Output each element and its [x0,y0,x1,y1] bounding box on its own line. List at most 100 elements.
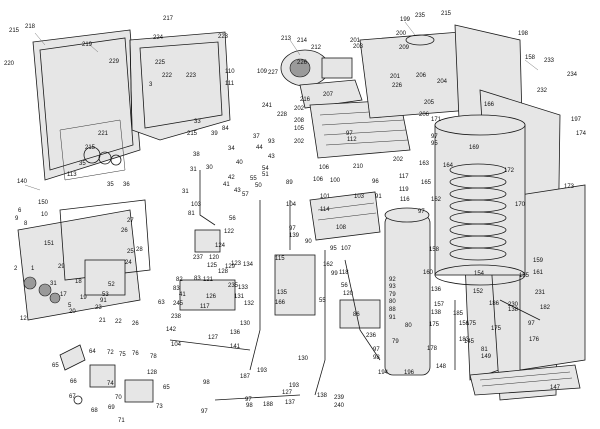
part-callout: 151 [44,241,55,247]
part-callout: 241 [262,103,273,109]
part-callout: 207 [323,92,334,98]
part-callout: 220 [4,61,15,67]
part-callout: 22 [115,319,122,325]
part-callout: 69 [108,405,115,411]
part-callout: 235 [415,13,426,19]
part-callout: 113 [67,172,77,178]
part-callout: 127 [208,335,219,341]
part-callout: 28 [136,247,143,253]
part-callout: 203 [353,44,364,50]
part-callout: 12 [20,316,27,322]
part-callout: 175 [466,321,477,327]
part-callout: 6 [18,208,22,214]
part-callout: 109 [257,69,268,75]
part-callout: 72 [107,350,114,356]
part-callout: 166 [484,102,495,108]
part-callout: 152 [473,289,484,295]
storage-cylinder [434,114,526,286]
part-callout: 83 [194,276,201,282]
part-callout: 133 [238,285,249,291]
part-callout: 138 [317,393,328,399]
part-callout: 134 [243,262,254,268]
pump-assembly [274,254,381,329]
part-callout: 202 [294,106,305,112]
part-callout: 98 [373,355,380,361]
pipework [169,170,541,401]
part-callout: 41 [223,182,230,188]
part-callout: 107 [341,246,352,252]
part-callout: 128 [218,269,229,275]
part-callout: 201 [350,38,361,44]
gas-valve [179,229,236,311]
part-callout: 227 [268,70,279,76]
combustion-casing [359,31,471,119]
part-callout: 42 [228,175,235,181]
part-callout: 175 [429,322,440,328]
part-callout: 10 [41,212,48,218]
part-callout: 71 [118,418,125,424]
part-callout: 56 [229,216,236,222]
part-callout: 70 [115,395,122,401]
part-callout: 135 [277,290,288,296]
part-callout: 204 [437,79,448,85]
part-callout: 215 [187,131,198,137]
part-callout: 52 [108,282,115,288]
part-callout: 97 [528,321,535,327]
part-callout: 114 [320,207,330,213]
fan-assembly [280,49,363,109]
part-callout: 223 [186,73,197,79]
part-callout: 25 [127,249,134,255]
part-callout: 183 [459,337,470,343]
part-callout: 202 [393,157,404,163]
part-callout: 137 [285,400,296,406]
part-callout: 224 [153,35,164,41]
part-callout: 202 [294,139,305,145]
part-callout: 18 [75,279,82,285]
part-callout: 43 [268,154,275,160]
part-callout: 81 [481,347,488,353]
part-callout: 29 [58,264,65,270]
part-callout: 218 [25,24,36,30]
part-callout: 221 [98,131,109,137]
part-callout: 97 [431,134,438,140]
part-callout: 8 [24,221,28,227]
part-callout: 106 [319,165,330,171]
part-callout: 226 [297,60,308,66]
part-callout: 157 [434,302,445,308]
part-callout: 88 [389,307,396,313]
part-callout: 217 [163,16,174,22]
part-callout: 84 [222,126,229,132]
part-callout: 65 [163,385,170,391]
part-callout: 19 [80,295,87,301]
part-callout: 97 [245,397,252,403]
part-callout: 103 [354,194,365,200]
part-callout: 82 [176,277,183,283]
part-callout: 80 [405,323,412,329]
part-callout: 44 [256,145,263,151]
part-callout: 235 [228,283,239,289]
part-callout: 208 [294,118,305,124]
part-callout: 130 [298,356,309,362]
part-callout: 197 [571,117,582,123]
part-callout: 156 [459,321,470,327]
part-callout: 112 [347,137,357,143]
part-callout: 55 [250,176,257,182]
part-callout: 210 [353,164,364,170]
part-callout: 120 [343,291,354,297]
part-callout: 95 [431,141,438,147]
part-callout: 38 [193,152,200,158]
part-callout: 170 [515,202,526,208]
part-callout: 41 [179,292,186,298]
part-callout: 214 [297,38,308,44]
part-callout: 200 [396,31,407,37]
part-callout: 164 [443,163,454,169]
part-callout: 169 [469,145,480,151]
part-callout: 158 [525,55,536,61]
drip-tray [469,364,581,396]
part-callout: 81 [188,211,195,217]
part-callout: 141 [230,344,241,350]
part-callout: 79 [392,339,399,345]
part-callout: 117 [200,304,210,310]
part-callout: 100 [330,178,341,184]
